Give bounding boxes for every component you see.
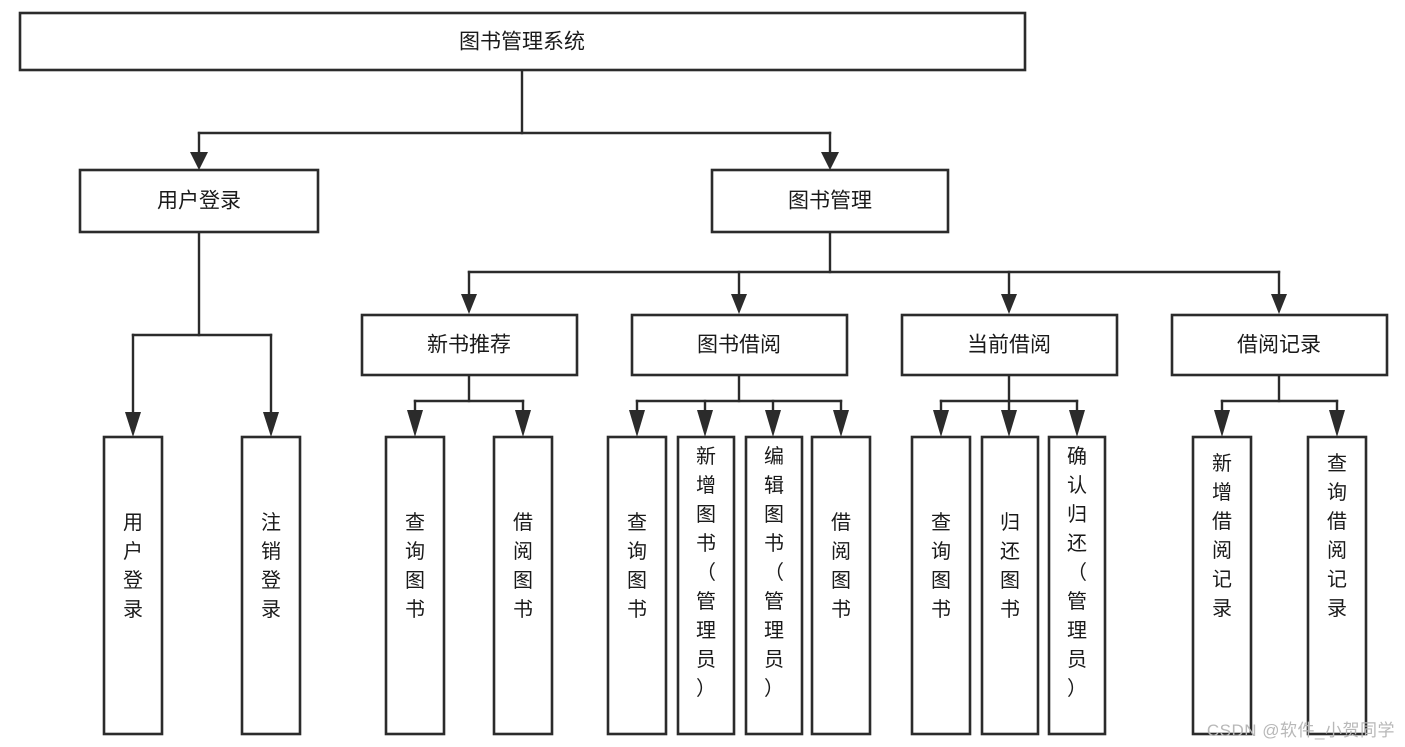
node-leaf-add-record-box[interactable] bbox=[1191, 435, 1253, 736]
node-leaf-return-book-box[interactable] bbox=[980, 435, 1040, 736]
arrow-to-leaf-query-record bbox=[1329, 410, 1345, 437]
node-book-manage-box[interactable] bbox=[710, 168, 950, 234]
node-leaf-borrow-book-rec-box[interactable] bbox=[492, 435, 554, 736]
arrow-to-leaf-add-book bbox=[697, 410, 713, 437]
node-user-login-box[interactable] bbox=[78, 168, 320, 234]
node-leaf-query-record-box[interactable] bbox=[1306, 435, 1368, 736]
node-book-borrow-box[interactable] bbox=[630, 313, 849, 377]
arrow-to-leaf-query-book-borrow bbox=[629, 410, 645, 437]
node-leaf-query-book-borrow[interactable]: 查询图书 bbox=[606, 435, 668, 736]
node-user-login[interactable]: 用户登录 bbox=[78, 168, 320, 234]
node-leaf-return-book[interactable]: 归还图书 bbox=[980, 435, 1040, 736]
node-leaf-query-book-rec-box[interactable] bbox=[384, 435, 446, 736]
arrow-to-book-manage bbox=[821, 152, 839, 170]
node-book-manage-label: 图书管理 bbox=[788, 190, 872, 213]
node-leaf-user-logout-label: 注销登录 bbox=[261, 511, 281, 621]
node-leaf-query-book-borrow-label: 查询图书 bbox=[627, 511, 647, 621]
node-leaf-return-book-label: 归还图书 bbox=[1000, 511, 1020, 621]
node-leaf-query-book-cur[interactable]: 查询图书 bbox=[910, 435, 972, 736]
arrow-to-leaf-add-record bbox=[1214, 410, 1230, 437]
node-borrow-record-label: 借阅记录 bbox=[1237, 334, 1321, 357]
arrow-to-leaf-return-book bbox=[1001, 410, 1017, 437]
node-root[interactable]: 图书管理系统 bbox=[18, 11, 1027, 72]
arrow-to-leaf-query-book-cur bbox=[933, 410, 949, 437]
node-book-borrow-label: 图书借阅 bbox=[697, 334, 781, 357]
node-user-login-label: 用户登录 bbox=[157, 190, 241, 213]
arrow-to-new-book-recommend bbox=[461, 294, 477, 314]
arrow-to-leaf-borrow-book bbox=[833, 410, 849, 437]
node-leaf-borrow-book[interactable]: 借阅图书 bbox=[810, 435, 872, 736]
node-current-borrow[interactable]: 当前借阅 bbox=[900, 313, 1119, 377]
arrow-to-leaf-user-logout bbox=[263, 412, 279, 437]
node-current-borrow-label: 当前借阅 bbox=[967, 334, 1051, 357]
node-leaf-confirm-return-box[interactable] bbox=[1047, 435, 1107, 736]
arrow-to-leaf-borrow-book-rec bbox=[515, 410, 531, 437]
arrow-to-leaf-confirm-return bbox=[1069, 410, 1085, 437]
arrow-to-book-borrow bbox=[731, 294, 747, 314]
node-leaf-user-login-label: 用户登录 bbox=[123, 512, 143, 621]
node-leaf-query-book-cur-label: 查询图书 bbox=[931, 511, 951, 621]
node-leaf-user-login-box[interactable] bbox=[102, 435, 164, 736]
node-leaf-query-record-label: 查询借阅记录 bbox=[1327, 452, 1347, 620]
node-leaf-confirm-return-label: 确认归还（管理员） bbox=[1067, 445, 1087, 700]
arrow-to-leaf-edit-book bbox=[765, 410, 781, 437]
node-leaf-add-book-label: 新增图书（管理员） bbox=[696, 445, 716, 700]
node-root-label: 图书管理系统 bbox=[459, 31, 585, 54]
node-leaf-query-book-rec[interactable]: 查询图书 bbox=[384, 435, 446, 736]
node-new-book-recommend[interactable]: 新书推荐 bbox=[360, 313, 579, 377]
arrow-to-current-borrow bbox=[1001, 294, 1017, 314]
node-leaf-borrow-book-rec[interactable]: 借阅图书 bbox=[492, 435, 554, 736]
node-leaf-borrow-book-box[interactable] bbox=[810, 435, 872, 736]
node-leaf-add-book-box[interactable] bbox=[676, 435, 736, 736]
arrow-to-leaf-user-login bbox=[125, 412, 141, 437]
arrow-to-user-login bbox=[190, 152, 208, 170]
node-new-book-recommend-box[interactable] bbox=[360, 313, 579, 377]
node-leaf-add-book[interactable]: 新增图书（管理员） bbox=[676, 435, 736, 736]
node-leaf-user-logout-box[interactable] bbox=[240, 435, 302, 736]
node-leaf-edit-book-label: 编辑图书（管理员） bbox=[764, 445, 784, 700]
node-borrow-record[interactable]: 借阅记录 bbox=[1170, 313, 1389, 377]
arrow-to-leaf-query-book-rec bbox=[407, 410, 423, 437]
arrow-to-borrow-record bbox=[1271, 294, 1287, 314]
node-leaf-borrow-book-label: 借阅图书 bbox=[831, 511, 851, 621]
node-leaf-query-book-rec-label: 查询图书 bbox=[405, 511, 425, 621]
node-book-manage[interactable]: 图书管理 bbox=[710, 168, 950, 234]
node-leaf-edit-book-box[interactable] bbox=[744, 435, 804, 736]
node-leaf-query-book-cur-box[interactable] bbox=[910, 435, 972, 736]
node-leaf-borrow-book-rec-label: 借阅图书 bbox=[513, 511, 533, 621]
node-leaf-add-record[interactable]: 新增借阅记录 bbox=[1191, 435, 1253, 736]
node-leaf-add-record-label: 新增借阅记录 bbox=[1212, 452, 1232, 620]
node-borrow-record-box[interactable] bbox=[1170, 313, 1389, 377]
node-book-borrow[interactable]: 图书借阅 bbox=[630, 313, 849, 377]
node-leaf-query-record[interactable]: 查询借阅记录 bbox=[1306, 435, 1368, 736]
node-leaf-edit-book[interactable]: 编辑图书（管理员） bbox=[744, 435, 804, 736]
node-root-box[interactable] bbox=[18, 11, 1027, 72]
node-current-borrow-box[interactable] bbox=[900, 313, 1119, 377]
connector-layer bbox=[125, 68, 1345, 437]
node-leaf-confirm-return[interactable]: 确认归还（管理员） bbox=[1047, 435, 1107, 736]
node-leaf-query-book-borrow-box[interactable] bbox=[606, 435, 668, 736]
node-leaf-user-logout[interactable]: 注销登录 bbox=[240, 435, 302, 736]
node-leaf-user-login[interactable]: 用户登录 bbox=[102, 435, 164, 736]
node-new-book-recommend-label: 新书推荐 bbox=[427, 334, 511, 357]
